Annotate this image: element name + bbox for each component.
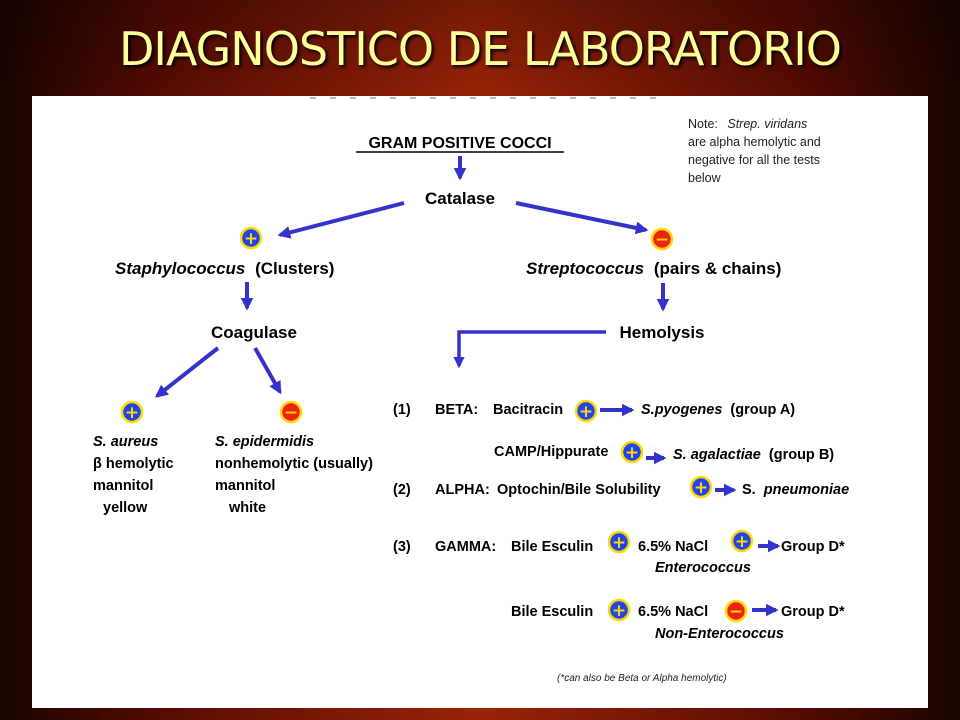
footnote: (*can also be Beta or Alpha hemolytic) [557, 673, 727, 684]
note-box: Note: Strep. viridans are alpha hemolyti… [688, 117, 821, 185]
svg-text:+: + [612, 601, 626, 621]
strep-label: Streptococcus (pairs & chains) [526, 259, 781, 278]
svg-text:6.5% NaCl: 6.5% NaCl [638, 539, 708, 555]
arrow-coagulase-negative [253, 347, 282, 395]
svg-text:−: − [284, 403, 298, 423]
svg-text:6.5% NaCl: 6.5% NaCl [638, 604, 708, 620]
svg-text:+: + [125, 403, 139, 423]
svg-text:−: − [655, 230, 669, 250]
svg-text:−: − [729, 602, 743, 622]
svg-text:(2): (2) [393, 482, 411, 498]
note-line-4: below [688, 171, 722, 185]
svg-text:BETA:: BETA: [435, 402, 478, 418]
svg-text:+: + [735, 532, 749, 552]
svg-text:mannitol: mannitol [93, 478, 153, 494]
note-line-2: are alpha hemolytic and [688, 135, 821, 149]
svg-text:(1): (1) [393, 402, 411, 418]
note-organism: Strep. viridans [727, 117, 807, 131]
svg-text:Group D*: Group D* [781, 539, 845, 555]
arrow-hemolysis-tests [453, 330, 606, 369]
minus-badge-epidermidis: − [279, 400, 303, 424]
svg-text:(3): (3) [393, 539, 411, 555]
plus-badge-bile-esculin-2: + [607, 598, 631, 622]
hemolysis-label: Hemolysis [619, 323, 704, 342]
staph-label: Staphylococcus (Clusters) [115, 259, 334, 278]
epidermidis-block: S. epidermidis nonhemolytic (usually) ma… [215, 434, 373, 516]
root-label: GRAM POSITIVE COCCI [368, 135, 551, 152]
svg-text:Group D*: Group D* [781, 604, 845, 620]
svg-text:Bile Esculin: Bile Esculin [511, 604, 593, 620]
plus-badge-bacitracin: + [574, 399, 598, 423]
svg-text:Optochin/Bile Solubility: Optochin/Bile Solubility [497, 482, 661, 498]
note-line-3: negative for all the tests [688, 153, 820, 167]
minus-badge-strep: − [650, 227, 674, 251]
gamma-non-entero-row: Bile Esculin + 6.5% NaCl − Group D* Non-… [511, 598, 845, 642]
plus-badge-aureus: + [120, 400, 144, 424]
coagulase-label: Coagulase [211, 323, 297, 342]
svg-text:Enterococcus: Enterococcus [655, 560, 751, 576]
plus-badge-nacl: + [730, 529, 754, 553]
svg-text:nonhemolytic (usually): nonhemolytic (usually) [215, 456, 373, 472]
svg-text:yellow: yellow [103, 500, 148, 516]
svg-text:S. pneumoniae: S. pneumoniae [742, 482, 849, 498]
note-label: Note: [688, 117, 718, 131]
svg-text:S.pyogenes (group A): S.pyogenes (group A) [641, 402, 795, 418]
plus-badge-camp: + [620, 440, 644, 464]
plus-badge-bile-esculin: + [607, 530, 631, 554]
arrow-coagulase-positive [154, 346, 220, 398]
svg-text:Note: Strep. viridans: Note: Strep. viridans [688, 117, 807, 131]
slide-background-shade [0, 0, 960, 100]
arrow-catalase-negative [515, 201, 649, 235]
svg-text:white: white [228, 500, 266, 516]
beta-row: (1) BETA: Bacitracin + S.pyogenes (group… [393, 399, 795, 423]
svg-text:+: + [694, 478, 708, 498]
diagram-panel [32, 96, 928, 708]
svg-text:S. epidermidis: S. epidermidis [215, 434, 314, 450]
plus-badge-optochin: + [689, 475, 713, 499]
plus-badge-staph: + [239, 226, 263, 250]
catalase-label: Catalase [425, 189, 495, 208]
arrow-catalase-positive [277, 201, 405, 239]
svg-text:Bile Esculin: Bile Esculin [511, 539, 593, 555]
svg-text:Bacitracin: Bacitracin [493, 402, 563, 418]
alpha-row: (2) ALPHA: Optochin/Bile Solubility + S.… [393, 475, 849, 499]
aureus-block: S. aureus β hemolytic mannitol yellow [93, 434, 174, 516]
gamma-row: (3) GAMMA: Bile Esculin + 6.5% NaCl + Gr… [393, 529, 845, 576]
svg-text:ALPHA:: ALPHA: [435, 482, 490, 498]
svg-text:GAMMA:: GAMMA: [435, 539, 496, 555]
svg-text:+: + [612, 533, 626, 553]
svg-text:+: + [625, 443, 639, 463]
minus-badge-nacl: − [724, 599, 748, 623]
svg-text:S. agalactiae (group B): S. agalactiae (group B) [673, 447, 834, 463]
slide-title: DIAGNOSTICO DE LABORATORIO [119, 22, 842, 76]
svg-text:CAMP/Hippurate: CAMP/Hippurate [494, 444, 608, 460]
svg-text:S. aureus: S. aureus [93, 434, 158, 450]
svg-text:mannitol: mannitol [215, 478, 275, 494]
svg-text:+: + [244, 229, 258, 249]
svg-text:Non-Enterococcus: Non-Enterococcus [655, 626, 784, 642]
beta-camp-row: CAMP/Hippurate + S. agalactiae (group B) [494, 440, 834, 465]
svg-text:β hemolytic: β hemolytic [93, 456, 174, 472]
svg-text:+: + [579, 402, 593, 422]
